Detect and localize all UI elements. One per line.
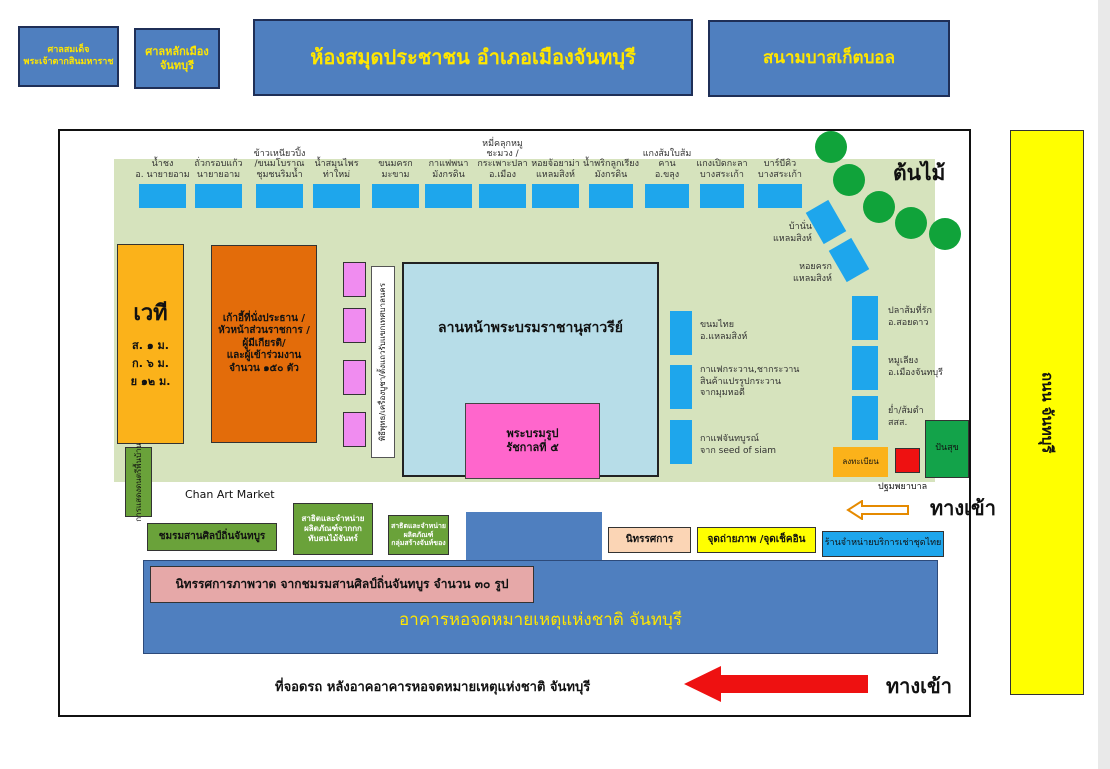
inner-stall-label-1: ขนมไทย อ.แหลมสิงห์ <box>700 320 748 342</box>
entrance-arrow-bottom <box>683 665 869 703</box>
king-statue: พระบรมรูป รัชกาลที่ ๕ <box>465 403 600 479</box>
top-stall-3 <box>256 184 303 208</box>
trees-label: ต้นไม้ <box>893 161 946 185</box>
top-stall-label: ข้าวเหนียวปิ้ง /ขนมโบราณ ชุมชนริมน้ำ <box>253 148 306 180</box>
top-stall-label: หอยจ้อยาม่า แหลมสิงห์ <box>531 159 580 180</box>
art-club-label: ชมรมสานศิลป์ถิ่นจันทบูร <box>158 530 266 542</box>
top-stall-label: น้ำชง อ. นายายอาม <box>135 159 190 180</box>
top-stall-9 <box>589 184 633 208</box>
top-stall-label: ถั่วกรอบแก้ว นายายอาม <box>194 159 243 180</box>
top-stall-2 <box>195 184 242 208</box>
exhibition-booth: นิทรรศการ <box>608 527 691 553</box>
chanthaburi-road: ถนน จันทบุรี <box>1010 130 1084 695</box>
pink-table-4 <box>343 412 366 447</box>
demo-booth-2: สาธิตและจำหน่าย ผลิตภัณฑ์ กลุ่มสร้างจันท… <box>388 515 449 555</box>
diagonal-stall-label-1: บ้านั่น แหลมสิงห์ <box>772 222 812 244</box>
demo-booth-1: สาธิตและจำหน่าย ผลิตภัณฑ์จากกก ทับสนไม้จ… <box>293 503 373 555</box>
top-stall-8 <box>532 184 579 208</box>
right-stall-3 <box>852 396 878 440</box>
right-stall-label-3: ย่ำ/ส้มตำ สสส. <box>888 406 924 428</box>
top-stall-5 <box>372 184 419 208</box>
folk-music-area: การแสดงดนตรีพื้นบ้าน <box>125 443 152 521</box>
donation-label: ปันสุข <box>935 443 959 454</box>
rental-label: ร้านจำหน่ายบริการเช่าชุดไทย <box>824 538 942 549</box>
entrance-label-bottom: ทางเข้า <box>886 674 952 698</box>
top-stall-10 <box>645 184 689 208</box>
demo-booth-2-label: สาธิตและจำหน่าย ผลิตภัณฑ์ กลุ่มสร้างจันท… <box>390 521 447 548</box>
top-stall-11 <box>700 184 744 208</box>
top-stall-7 <box>479 184 526 208</box>
top-stall-label: หมี่คลุกหมูชะมวง / กระเพาะปลา อ.เมือง <box>477 138 528 180</box>
inner-stall-label-3: กาแฟจันทบูรณ์ จาก seed of siam <box>700 434 776 456</box>
photo-spot-label: จุดถ่ายภาพ /จุดเช็คอิน <box>707 533 806 545</box>
stage-dimensions: ส. ๑ ม. ก. ๖ ม. ย ๑๒ ม. <box>130 339 171 388</box>
inner-stall-3 <box>670 420 692 464</box>
king-taksin-shrine: ศาลสมเด็จ พระเจ้าตากสินมหาราช <box>18 26 119 87</box>
top-stall-12 <box>758 184 802 208</box>
donation-point: ปันสุข <box>925 420 969 478</box>
chan-art-market-label: Chan Art Market <box>185 488 275 501</box>
inner-stall-1 <box>670 311 692 355</box>
top-stall-label: แกงเปิดกะลา บางสระเก้า <box>696 159 748 180</box>
statue-label: พระบรมรูป รัชกาลที่ ๕ <box>506 427 559 454</box>
plaza-label: ลานหน้าพระบรมราชานุสาวรีย์ <box>438 320 623 336</box>
painting-exhibition: นิทรรศการภาพวาด จากชมรมสานศิลป์ถิ่นจันทบ… <box>150 566 534 603</box>
left-arrow-icon <box>846 499 909 521</box>
top-stall-label: กาแฟพนา มังกรดิน <box>428 159 469 180</box>
top-stall-6 <box>425 184 472 208</box>
seating-label: เก้าอี้ที่นั่งประธาน / หัวหน้าส่วนราชการ… <box>218 312 310 374</box>
art-club-booth: ชมรมสานศิลป์ถิ่นจันทบูร <box>147 523 277 551</box>
top-stall-label: ขนมครก มะขาม <box>378 159 413 180</box>
diagonal-stall-label-2: หอยครก แหลมสิงห์ <box>792 262 832 284</box>
tree-icon <box>863 191 895 223</box>
road-label: ถนน จันทบุรี <box>1038 371 1057 454</box>
right-stall-label-2: หมูเลียง อ.เมืองจันทบุรี <box>888 356 943 378</box>
registration-label: ลงทะเบียน <box>842 457 879 466</box>
inner-stall-2 <box>670 365 692 409</box>
top-stall-4 <box>313 184 360 208</box>
pink-table-3 <box>343 360 366 395</box>
archives-label: อาคารหอจดหมายเหตุแห่งชาติ จันทบุรี <box>399 609 682 630</box>
tree-icon <box>833 164 865 196</box>
ceremony-table-label: พิธีพุทธ/เครื่องบูชา/ตั้งแถวรับแขกเทศบาล… <box>378 282 387 442</box>
registration-desk: ลงทะเบียน <box>833 447 888 477</box>
stage: เวที ส. ๑ ม. ก. ๖ ม. ย ๑๒ ม. <box>117 244 184 444</box>
tree-icon <box>929 218 961 250</box>
guest-seating-area: เก้าอี้ที่นั่งประธาน / หัวหน้าส่วนราชการ… <box>211 245 317 443</box>
pink-table-2 <box>343 308 366 343</box>
top-stall-label: น้ำพริกลูกเรียง มังกรดิน <box>583 159 639 180</box>
basketball-court: สนามบาสเก็ตบอล <box>708 20 950 97</box>
entrance-arrow-right <box>846 499 910 521</box>
archives-entrance-block <box>466 512 602 562</box>
demo-booth-1-label: สาธิตและจำหน่าย ผลิตภัณฑ์จากกก ทับสนไม้จ… <box>301 514 365 543</box>
tree-icon <box>895 207 927 239</box>
tree-icon <box>815 131 847 163</box>
stage-title: เวที <box>133 301 168 326</box>
first-aid-label: ปฐมพยาบาล <box>878 482 928 492</box>
left-arrow-icon <box>684 666 868 702</box>
public-library: ห้องสมุดประชาชน อำเภอเมืองจันทบุรี <box>253 19 693 96</box>
city-pillar-shrine: ศาลหลักเมือง จันทบุรี <box>134 28 220 89</box>
parking-label: ที่จอดรถ หลังอาคอาคารหอจดหมายเหตุแห่งชาต… <box>275 680 591 695</box>
right-stall-2 <box>852 346 878 390</box>
top-stall-label: บาร์บีคิว บางสระเก้า <box>758 159 802 180</box>
top-stall-1 <box>139 184 186 208</box>
painting-exhibition-label: นิทรรศการภาพวาด จากชมรมสานศิลป์ถิ่นจันทบ… <box>175 577 509 591</box>
pink-table-1 <box>343 262 366 297</box>
first-aid-box <box>895 448 920 473</box>
national-archives-building: อาคารหอจดหมายเหตุแห่งชาติ จันทบุรี <box>143 560 938 654</box>
inner-stall-label-2: กาแฟกระวาน,ชากระวาน สินค้าแปรรูปกระวาน จ… <box>700 365 800 399</box>
right-stall-1 <box>852 296 878 340</box>
exhibition-label: นิทรรศการ <box>625 533 674 545</box>
folk-music-label: การแสดงดนตรีพื้นบ้าน <box>133 442 143 522</box>
entrance-label-right: ทางเข้า <box>930 496 996 520</box>
photo-spot: จุดถ่ายภาพ /จุดเช็คอิน <box>697 527 816 553</box>
ceremony-table: พิธีพุทธ/เครื่องบูชา/ตั้งแถวรับแขกเทศบาล… <box>371 266 395 458</box>
thai-dress-rental: ร้านจำหน่ายบริการเช่าชุดไทย <box>822 531 944 557</box>
right-stall-label-1: ปลาส้มที่รัก อ.สอยดาว <box>888 306 932 328</box>
top-stall-label: แกงส้มใบส้มคาน อ.ขลุง <box>642 148 692 180</box>
top-stall-label: น้ำสมุนไพร ท่าใหม่ <box>314 159 359 180</box>
